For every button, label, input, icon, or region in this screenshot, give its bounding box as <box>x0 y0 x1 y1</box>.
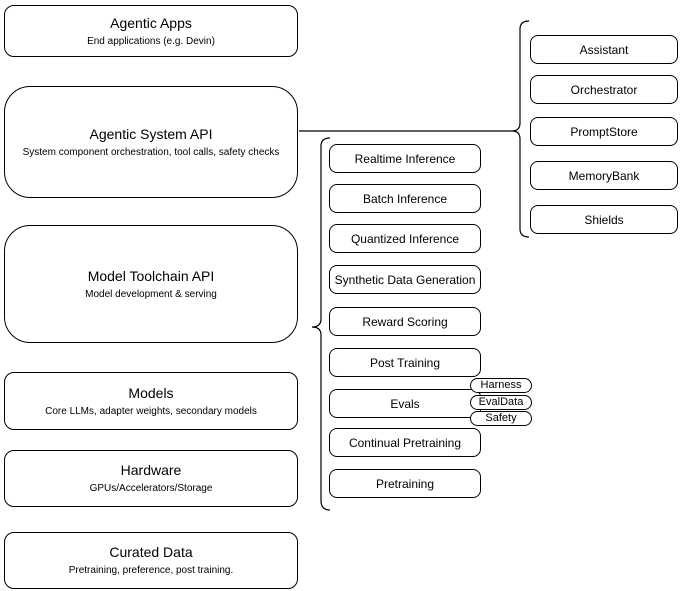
node-orchestrator: Orchestrator <box>530 75 678 104</box>
node-memorybank: MemoryBank <box>530 161 678 190</box>
node-realtime-inference: Realtime Inference <box>329 144 481 173</box>
node-subtitle: GPUs/Accelerators/Storage <box>89 483 213 494</box>
node-title: Hardware <box>120 462 182 478</box>
node-pretraining: Pretraining <box>329 469 481 498</box>
node-subtitle: Model development & serving <box>85 288 217 300</box>
node-promptstore: PromptStore <box>530 117 678 146</box>
node-evals: Evals <box>329 389 481 418</box>
node-hardware: Hardware GPUs/Accelerators/Storage <box>4 450 298 507</box>
node-title: Agentic System API <box>89 125 213 142</box>
node-subtitle: System component orchestration, tool cal… <box>22 146 280 158</box>
node-agentic-system-api: Agentic System API System component orch… <box>4 86 298 198</box>
node-title: Model Toolchain API <box>87 267 215 284</box>
node-subtitle: Core LLMs, adapter weights, secondary mo… <box>45 405 257 417</box>
node-continual-pretraining: Continual Pretraining <box>329 428 481 457</box>
node-title: Models <box>128 384 174 401</box>
node-model-toolchain-api: Model Toolchain API Model development & … <box>4 225 298 343</box>
node-title: Curated Data <box>109 544 193 560</box>
node-title: Agentic Apps <box>110 14 192 31</box>
tag-harness: Harness <box>470 378 532 393</box>
node-agentic-apps: Agentic Apps End applications (e.g. Devi… <box>4 5 298 57</box>
system-components-bracket <box>511 20 530 238</box>
node-quantized-inference: Quantized Inference <box>329 224 481 253</box>
node-assistant: Assistant <box>530 35 678 64</box>
tag-evaldata: EvalData <box>470 395 532 410</box>
node-subtitle: End applications (e.g. Devin) <box>87 35 215 47</box>
node-subtitle: Pretraining, preference, post training. <box>68 565 234 576</box>
node-post-training: Post Training <box>329 348 481 377</box>
node-shields: Shields <box>530 205 678 234</box>
toolchain-services-bracket <box>311 137 331 511</box>
node-synthetic-data-generation: Synthetic Data Generation <box>329 265 481 294</box>
node-batch-inference: Batch Inference <box>329 184 481 213</box>
node-curated-data: Curated Data Pretraining, preference, po… <box>4 532 298 589</box>
node-models: Models Core LLMs, adapter weights, secon… <box>4 372 298 430</box>
tag-safety: Safety <box>470 411 532 426</box>
node-reward-scoring: Reward Scoring <box>329 307 481 336</box>
